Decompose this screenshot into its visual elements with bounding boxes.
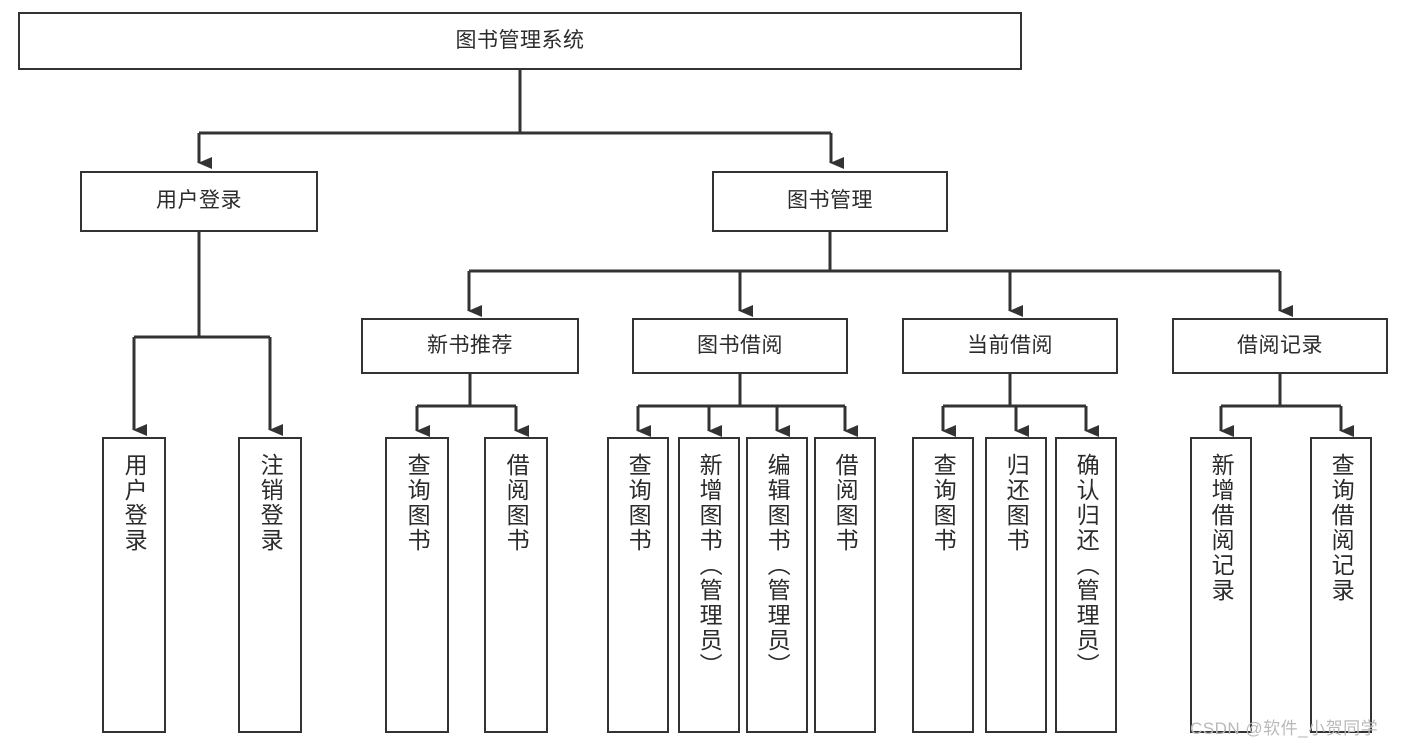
csdn-watermark: CSDN @软件_小贺同学 bbox=[1190, 719, 1379, 738]
node-user-login-label: 用户登录 bbox=[156, 189, 242, 213]
leaf-add-borrow-record-label: 新增借阅记录 bbox=[1208, 453, 1235, 603]
leaf-confirm-return-admin-label: 确认归还（管理员） bbox=[1073, 453, 1100, 678]
node-new-book-recommend[interactable]: 新书推荐 bbox=[361, 318, 579, 374]
node-current-borrow-label: 当前借阅 bbox=[967, 333, 1053, 357]
leaf-query-borrow-record-label: 查询借阅记录 bbox=[1328, 453, 1355, 603]
node-book-management[interactable]: 图书管理 bbox=[712, 171, 948, 232]
leaf-borrow-book-newbook[interactable]: 借阅图书 bbox=[484, 437, 548, 733]
leaf-query-book-current-label: 查询图书 bbox=[930, 453, 957, 553]
node-current-borrow[interactable]: 当前借阅 bbox=[902, 318, 1118, 374]
leaf-edit-book-admin-label: 编辑图书（管理员） bbox=[764, 453, 791, 678]
leaf-user-login[interactable]: 用户登录 bbox=[102, 437, 166, 733]
node-root-label: 图书管理系统 bbox=[455, 28, 585, 52]
leaf-add-book-admin[interactable]: 新增图书（管理员） bbox=[678, 437, 740, 733]
leaf-borrow-book[interactable]: 借阅图书 bbox=[814, 437, 876, 733]
leaf-edit-book-admin[interactable]: 编辑图书（管理员） bbox=[746, 437, 808, 733]
node-borrow-record[interactable]: 借阅记录 bbox=[1172, 318, 1388, 374]
node-new-book-recommend-label: 新书推荐 bbox=[427, 333, 513, 357]
leaf-borrow-book-newbook-label: 借阅图书 bbox=[503, 453, 530, 553]
leaf-confirm-return-admin[interactable]: 确认归还（管理员） bbox=[1055, 437, 1117, 733]
leaf-add-borrow-record[interactable]: 新增借阅记录 bbox=[1190, 437, 1252, 733]
leaf-query-book-borrow[interactable]: 查询图书 bbox=[607, 437, 669, 733]
node-user-login[interactable]: 用户登录 bbox=[80, 171, 318, 232]
node-book-borrow-label: 图书借阅 bbox=[697, 333, 783, 357]
node-root[interactable]: 图书管理系统 bbox=[18, 12, 1022, 70]
leaf-query-borrow-record[interactable]: 查询借阅记录 bbox=[1310, 437, 1372, 733]
leaf-add-book-admin-label: 新增图书（管理员） bbox=[696, 453, 723, 678]
leaf-query-book-newbook-label: 查询图书 bbox=[404, 453, 431, 553]
leaf-query-book-current[interactable]: 查询图书 bbox=[912, 437, 974, 733]
leaf-user-login-label: 用户登录 bbox=[121, 453, 148, 553]
leaf-borrow-book-label: 借阅图书 bbox=[832, 453, 859, 553]
leaf-user-logout-label: 注销登录 bbox=[257, 453, 284, 553]
leaf-query-book-borrow-label: 查询图书 bbox=[625, 453, 652, 553]
leaf-user-logout[interactable]: 注销登录 bbox=[238, 437, 302, 733]
node-book-management-label: 图书管理 bbox=[787, 189, 873, 213]
leaf-return-book[interactable]: 归还图书 bbox=[985, 437, 1047, 733]
leaf-query-book-newbook[interactable]: 查询图书 bbox=[385, 437, 449, 733]
leaf-return-book-label: 归还图书 bbox=[1003, 453, 1030, 553]
node-book-borrow[interactable]: 图书借阅 bbox=[632, 318, 848, 374]
node-borrow-record-label: 借阅记录 bbox=[1237, 333, 1323, 357]
